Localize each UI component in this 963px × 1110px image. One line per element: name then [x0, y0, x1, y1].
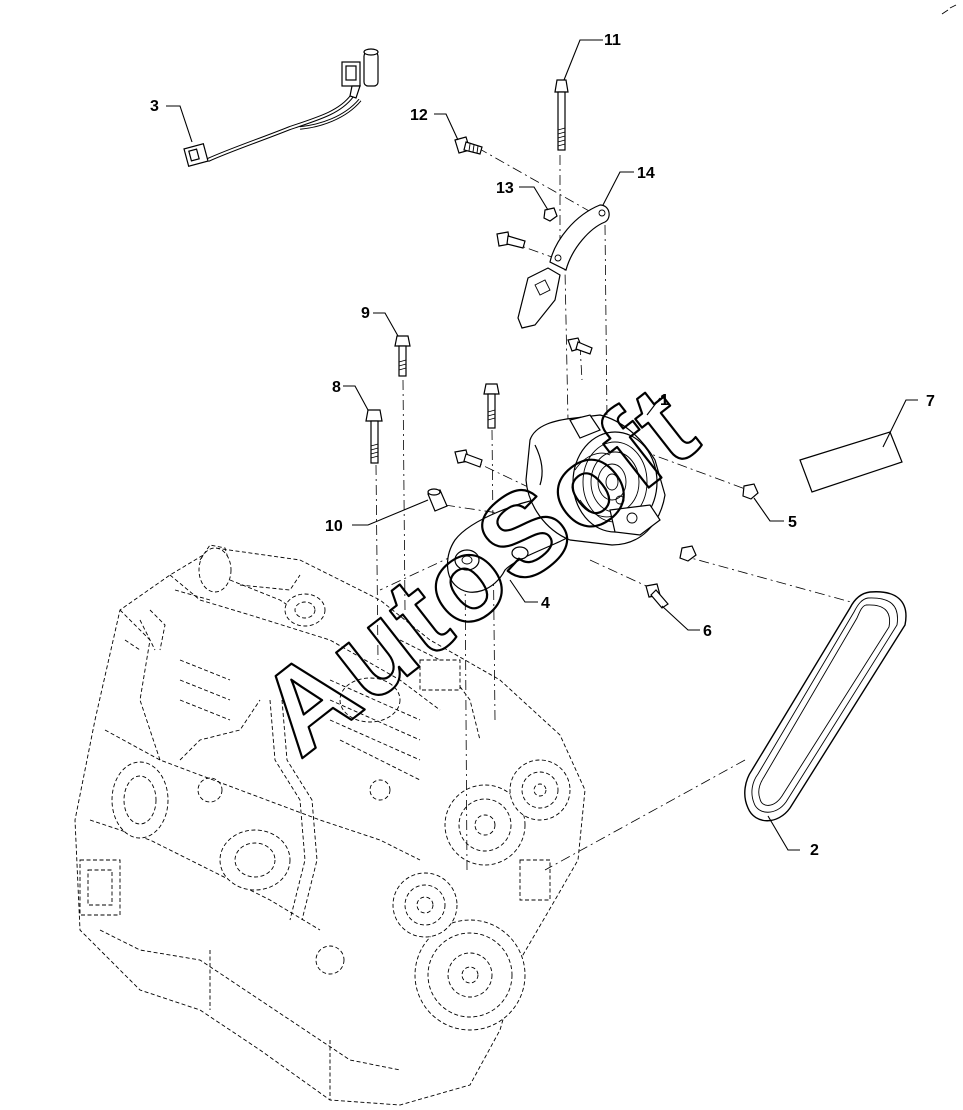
callout-8: 8	[332, 379, 341, 396]
callout-11: 11	[604, 32, 621, 49]
bolt-9	[394, 335, 411, 377]
callout-labels: 1 2 3 4 5 6 7 8 9 10 11 12 13 14	[150, 32, 935, 859]
compressor-nut	[679, 545, 697, 562]
leader-lines	[166, 39, 918, 851]
callout-12: 12	[410, 107, 428, 124]
decal-7	[799, 431, 903, 493]
bolt-8	[365, 409, 383, 464]
callout-13: 13	[496, 180, 514, 197]
engine-block	[74, 544, 586, 1106]
callout-10: 10	[325, 518, 343, 535]
bolt-6	[645, 583, 669, 609]
center-bolt	[483, 383, 500, 429]
callout-2: 2	[810, 842, 819, 859]
drive-belt-2	[744, 591, 907, 822]
wiring-harness	[183, 48, 379, 168]
callout-4: 4	[541, 595, 550, 612]
bolt-12	[454, 136, 483, 155]
spacer-10	[427, 488, 448, 512]
callout-9: 9	[361, 305, 370, 322]
nut-13	[543, 207, 558, 222]
callout-1: 1	[660, 392, 669, 409]
bracket-14	[517, 204, 610, 329]
bracket-lower-bolt	[567, 337, 593, 355]
bracket-bolt	[496, 231, 526, 249]
callout-3: 3	[150, 98, 159, 115]
pump-side-bolt	[454, 449, 483, 468]
long-bolt-11	[554, 79, 569, 151]
compressor-1	[525, 414, 666, 546]
callout-6: 6	[703, 623, 712, 640]
callout-14: 14	[637, 165, 655, 182]
callout-5: 5	[788, 514, 797, 531]
callout-7: 7	[926, 393, 935, 410]
nut-5	[742, 483, 759, 500]
corner-mark	[941, 4, 957, 15]
